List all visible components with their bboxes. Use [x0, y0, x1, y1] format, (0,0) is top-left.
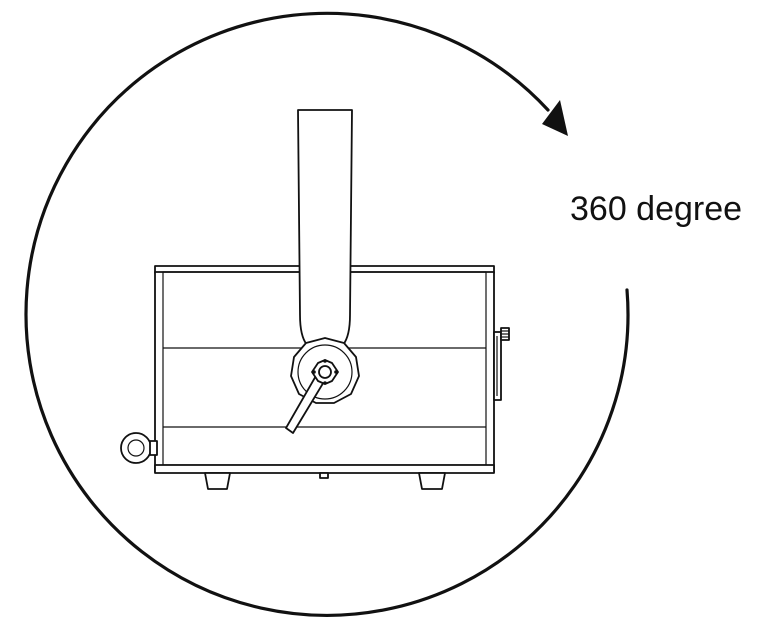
- device-arm: [297, 109, 353, 353]
- rotation-arrowhead: [542, 100, 568, 136]
- rotation-label: 360 degree: [570, 190, 742, 228]
- device-illustration: [120, 109, 510, 490]
- device-foot-center: [319, 472, 329, 479]
- device-hub-bolt-right: [334, 370, 338, 374]
- device-base-strip: [154, 464, 495, 474]
- device-connector-outer: [120, 432, 152, 464]
- device-hub-center: [318, 365, 332, 379]
- device-foot-left: [204, 472, 231, 490]
- device-connector-inner: [127, 439, 145, 457]
- device-connector-neck: [149, 440, 158, 456]
- rotation-arc: [24, 11, 630, 617]
- device-hub-bolt-bottom: [323, 381, 327, 385]
- device-foot-right: [418, 472, 446, 490]
- device-pivot-ring: [297, 344, 353, 400]
- device-hub-bolt-left: [312, 370, 316, 374]
- device-hub-bolt-top: [323, 359, 327, 363]
